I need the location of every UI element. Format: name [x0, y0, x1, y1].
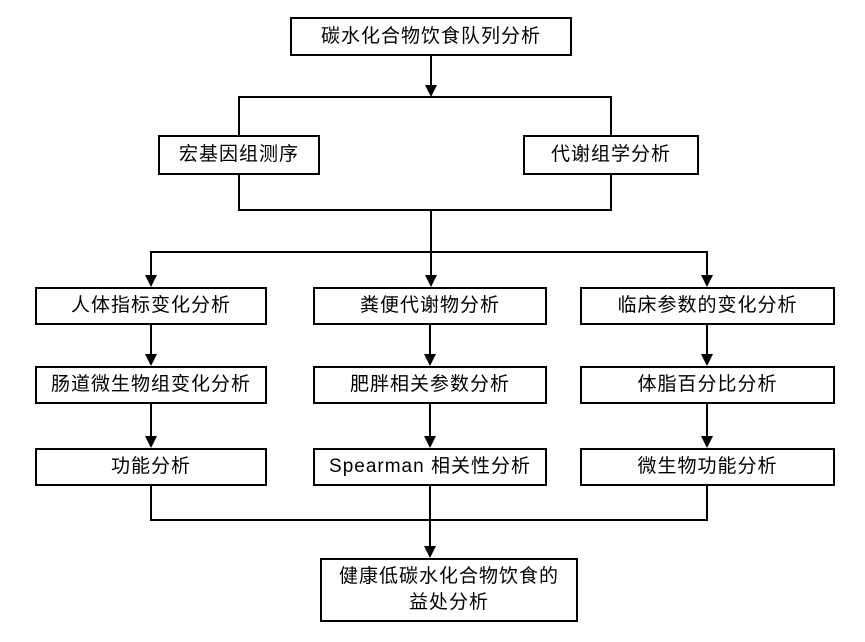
arrowhead	[145, 354, 157, 366]
arrowhead	[424, 546, 436, 558]
node-body-fat-percentage-analysis: 体脂百分比分析	[580, 366, 835, 404]
arrowhead	[424, 436, 436, 448]
node-spearman-correlation-analysis: Spearman 相关性分析	[313, 448, 547, 486]
final-label-line2: 益处分析	[408, 592, 489, 613]
node-healthy-low-carb-benefit-analysis: 健康低碳水化合物饮食的 益处分析	[320, 558, 578, 622]
node-obesity-parameter-analysis: 肥胖相关参数分析	[313, 366, 547, 404]
final-label-line1: 健康低碳水化合物饮食的	[338, 566, 559, 587]
node-human-index-change-analysis: 人体指标变化分析	[35, 287, 267, 325]
arrowhead	[425, 85, 437, 97]
node-microbial-function-analysis: 微生物功能分析	[580, 448, 835, 486]
arrowhead	[424, 354, 436, 366]
connector-lines	[150, 56, 708, 547]
node-fecal-metabolite-analysis: 粪便代谢物分析	[313, 287, 547, 325]
arrowhead	[425, 275, 437, 287]
node-carb-diet-cohort-analysis: 碳水化合物饮食队列分析	[290, 17, 572, 56]
node-metabolomics-analysis: 代谢组学分析	[523, 135, 699, 175]
arrowhead	[701, 354, 713, 366]
arrowhead	[701, 275, 713, 287]
arrowheads	[145, 85, 713, 558]
node-metagenomic-sequencing: 宏基因组测序	[158, 135, 320, 175]
node-function-analysis: 功能分析	[35, 448, 267, 486]
arrowhead	[145, 275, 157, 287]
arrowhead	[145, 436, 157, 448]
node-gut-microbiome-change-analysis: 肠道微生物组变化分析	[35, 366, 267, 404]
arrowhead	[701, 436, 713, 448]
node-clinical-parameter-change-analysis: 临床参数的变化分析	[580, 287, 835, 325]
